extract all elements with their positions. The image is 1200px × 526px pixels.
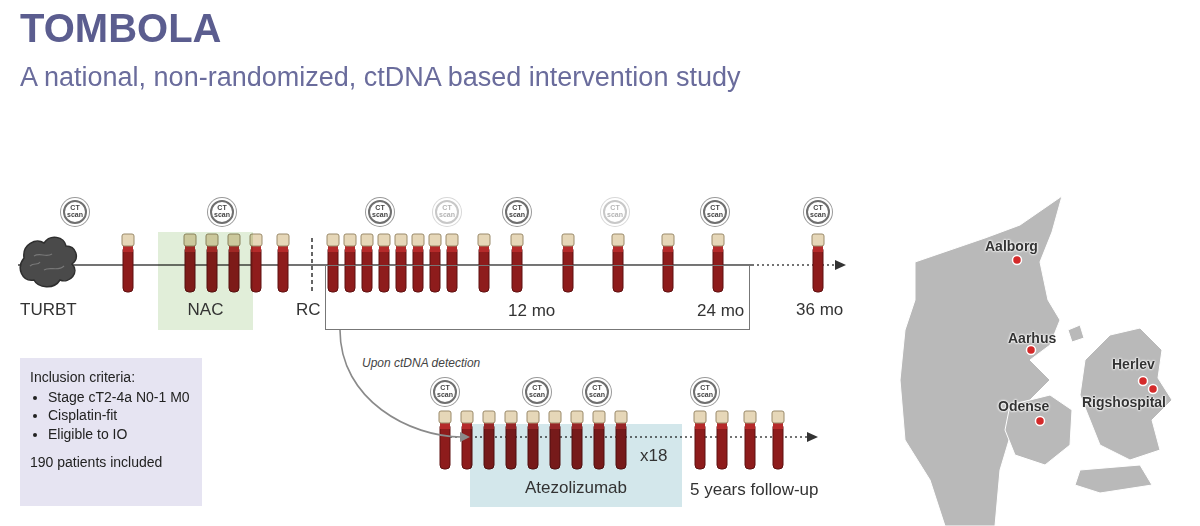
time-label: 24 mo xyxy=(697,301,744,321)
criteria-item: Eligible to IO xyxy=(48,425,192,443)
blood-tube xyxy=(395,234,407,292)
treatment-band: Atezolizumab xyxy=(470,424,682,507)
blood-tube xyxy=(478,234,490,292)
blood-tube xyxy=(662,234,674,292)
criteria-item: Stage cT2-4a N0-1 M0 xyxy=(48,388,192,406)
blood-tube xyxy=(716,411,728,469)
ct-scan-icon: CT scan xyxy=(505,200,529,224)
ct-scan-icon: CT scan xyxy=(603,200,627,224)
ct-scan-icon: CT scan xyxy=(693,380,717,404)
timeline-label: x18 xyxy=(640,446,667,466)
treatment-band: NAC xyxy=(158,232,253,330)
ct-scan-icon: CT scan xyxy=(525,380,549,404)
ct-scan-icon: CT scan xyxy=(703,200,727,224)
blood-tube xyxy=(562,234,574,292)
blood-tube xyxy=(429,234,441,292)
blood-tube xyxy=(378,234,390,292)
blood-tube xyxy=(744,411,756,469)
blood-tube xyxy=(344,234,356,292)
timeline-label: TURBT xyxy=(20,300,77,320)
blood-tube xyxy=(511,234,523,292)
arrow-head xyxy=(460,432,470,442)
title: TOMBOLA xyxy=(20,6,221,51)
city-label: Rigshospital xyxy=(1082,394,1166,410)
tumour-icon xyxy=(20,237,76,287)
ct-scan-icon: CT scan xyxy=(368,200,392,224)
city-label: Odense xyxy=(998,398,1049,414)
edge-label: Upon ctDNA detection xyxy=(360,356,482,370)
blood-tube xyxy=(277,234,289,292)
blood-tube xyxy=(812,234,824,292)
timeline-head xyxy=(835,260,846,270)
criteria-text: Cisplatin-fit xyxy=(48,407,117,423)
blood-tube xyxy=(712,234,724,292)
rc-marker xyxy=(311,238,313,292)
blood-tube xyxy=(446,234,458,292)
patient-count: 190 patients included xyxy=(30,453,192,471)
blood-tube xyxy=(694,411,706,469)
follow-up-box: 12 mo 24 mo xyxy=(325,265,750,330)
criteria-text: Stage cT2-4a N0-1 M0 xyxy=(48,389,190,405)
criteria-text: Eligible to IO xyxy=(48,426,127,442)
timeline-label: RC xyxy=(296,300,321,320)
blood-tube xyxy=(612,234,624,292)
timeline-label: 36 mo xyxy=(796,300,843,320)
criteria-list: Stage cT2-4a N0-1 M0 Cisplatin-fitEligibl… xyxy=(30,388,192,443)
blood-tube xyxy=(361,234,373,292)
ct-scan-icon: CT scan xyxy=(806,200,830,224)
timeline-label: 5 years follow-up xyxy=(690,480,819,500)
criteria-item: Cisplatin-fit xyxy=(48,406,192,424)
denmark-map xyxy=(900,196,1172,526)
ct-scan-icon: CT scan xyxy=(435,200,459,224)
connector-arrow xyxy=(340,330,470,442)
time-label: 12 mo xyxy=(508,301,555,321)
ct-scan-icon: CT scan xyxy=(585,380,609,404)
blood-tube xyxy=(327,234,339,292)
band-label: Atezolizumab xyxy=(470,478,682,498)
city-label: Aalborg xyxy=(985,238,1038,254)
ct-scan-icon: CT scan xyxy=(63,200,87,224)
ct-scan-icon: CT scan xyxy=(210,200,234,224)
band-label: NAC xyxy=(158,300,253,320)
criteria-heading: Inclusion criteria: xyxy=(30,368,192,386)
treatment-head xyxy=(807,432,818,442)
blood-tube xyxy=(439,411,451,469)
city-label: Aarhus xyxy=(1008,330,1056,346)
connector-line xyxy=(340,330,462,437)
blood-tube xyxy=(412,234,424,292)
subtitle: A national, non-randomized, ctDNA based … xyxy=(20,62,740,93)
criteria-box: Inclusion criteria: Stage cT2-4a N0-1 M0 C… xyxy=(20,358,202,506)
city-label: Herlev xyxy=(1112,356,1155,372)
ct-scan-icon: CT scan xyxy=(433,380,457,404)
blood-tube xyxy=(122,234,134,292)
blood-tube xyxy=(772,411,784,469)
